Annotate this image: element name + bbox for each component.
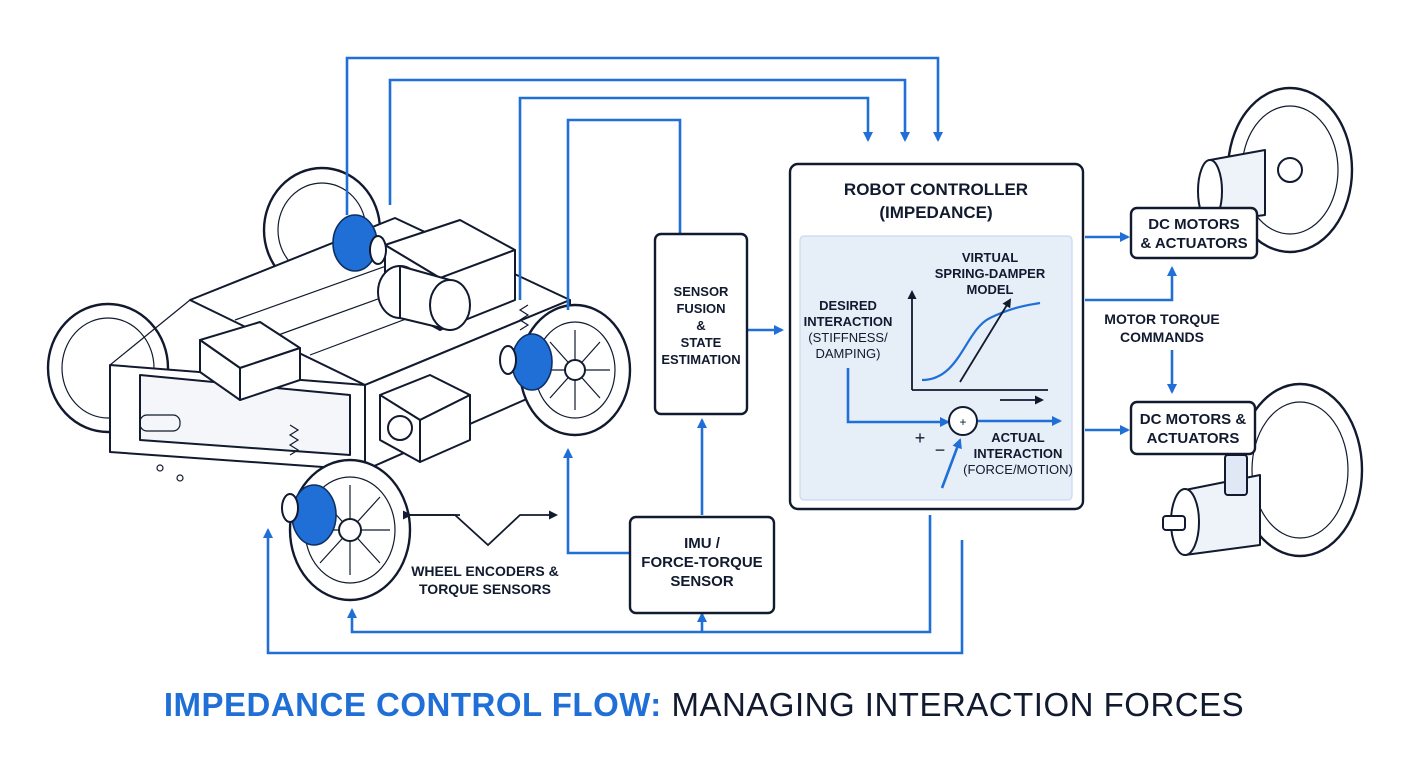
- encoder-callout: [403, 510, 558, 547]
- top-motor-wheel-illustration: [1197, 86, 1354, 254]
- title-rest: MANAGING INTERACTION FORCES: [671, 686, 1245, 723]
- actual-line-2: INTERACTION: [974, 446, 1063, 461]
- fusion-line-3: &: [696, 318, 705, 333]
- fusion-line-4: STATE: [681, 335, 722, 350]
- diagram-title: IMPEDANCE CONTROL FLOW: MANAGING INTERAC…: [0, 686, 1408, 724]
- controller-title-1: ROBOT CONTROLLER: [844, 180, 1028, 199]
- motors-top-line-2: & ACTUATORS: [1140, 235, 1247, 252]
- fusion-line-2: FUSION: [676, 301, 725, 316]
- model-line-1: VIRTUAL: [962, 250, 1018, 265]
- imu-line-3: SENSOR: [670, 573, 734, 590]
- sum-symbol: +: [959, 415, 966, 429]
- robot-controller-node: ROBOT CONTROLLER (IMPEDANCE) VIRTUAL SPR…: [788, 162, 1085, 511]
- wheel-encoder-sensors: [281, 214, 553, 546]
- model-line-2: SPRING-DAMPER: [935, 266, 1046, 281]
- battery-module: [199, 321, 301, 401]
- spring-damper-plot: [907, 290, 1048, 405]
- summing-junction: + + −: [846, 368, 1062, 489]
- desired-line-1: DESIRED: [819, 298, 877, 313]
- side-gearbox: [379, 374, 471, 463]
- sum-plus: +: [915, 428, 926, 448]
- imu-sensor-node: IMU / FORCE-TORQUE SENSOR: [628, 515, 776, 615]
- sensor-fusion-node: SENSOR FUSION & STATE ESTIMATION: [653, 232, 749, 416]
- desired-line-4: DAMPING): [816, 346, 881, 361]
- desired-line-2: INTERACTION: [804, 314, 893, 329]
- motors-top-line-1: DC MOTORS: [1148, 216, 1239, 233]
- desired-line-3: (STIFFNESS/: [808, 330, 888, 345]
- motors-bottom-line-1: DC MOTORS &: [1140, 411, 1247, 428]
- imu-line-2: FORCE-TORQUE: [641, 554, 762, 571]
- fusion-line-5: ESTIMATION: [661, 352, 740, 367]
- fusion-line-1: SENSOR: [674, 284, 730, 299]
- torque-commands-line-1: MOTOR TORQUE: [1104, 311, 1219, 327]
- dc-motors-top-node: DC MOTORS & ACTUATORS: [1129, 206, 1259, 260]
- suspension-springs: [288, 304, 530, 456]
- robot-chassis-illustration: [46, 166, 632, 602]
- actual-line-1: ACTUAL: [991, 430, 1044, 445]
- drive-motor-cylinder: [377, 265, 471, 331]
- motors-bottom-line-2: ACTUATORS: [1147, 430, 1240, 447]
- actual-line-3: (FORCE/MOTION): [963, 462, 1073, 477]
- title-highlight: IMPEDANCE CONTROL FLOW:: [163, 686, 662, 723]
- imu-line-1: IMU /: [684, 535, 721, 552]
- torque-commands-line-2: COMMANDS: [1120, 329, 1204, 345]
- dc-motors-bottom-node: DC MOTORS & ACTUATORS: [1129, 400, 1257, 456]
- feedback-lines: [263, 56, 1177, 655]
- encoders-line-1: WHEEL ENCODERS &: [411, 563, 559, 579]
- sum-minus: −: [935, 440, 946, 460]
- encoders-line-2: TORQUE SENSORS: [419, 581, 551, 597]
- model-line-3: MODEL: [967, 282, 1014, 297]
- controller-title-2: (IMPEDANCE): [879, 203, 992, 222]
